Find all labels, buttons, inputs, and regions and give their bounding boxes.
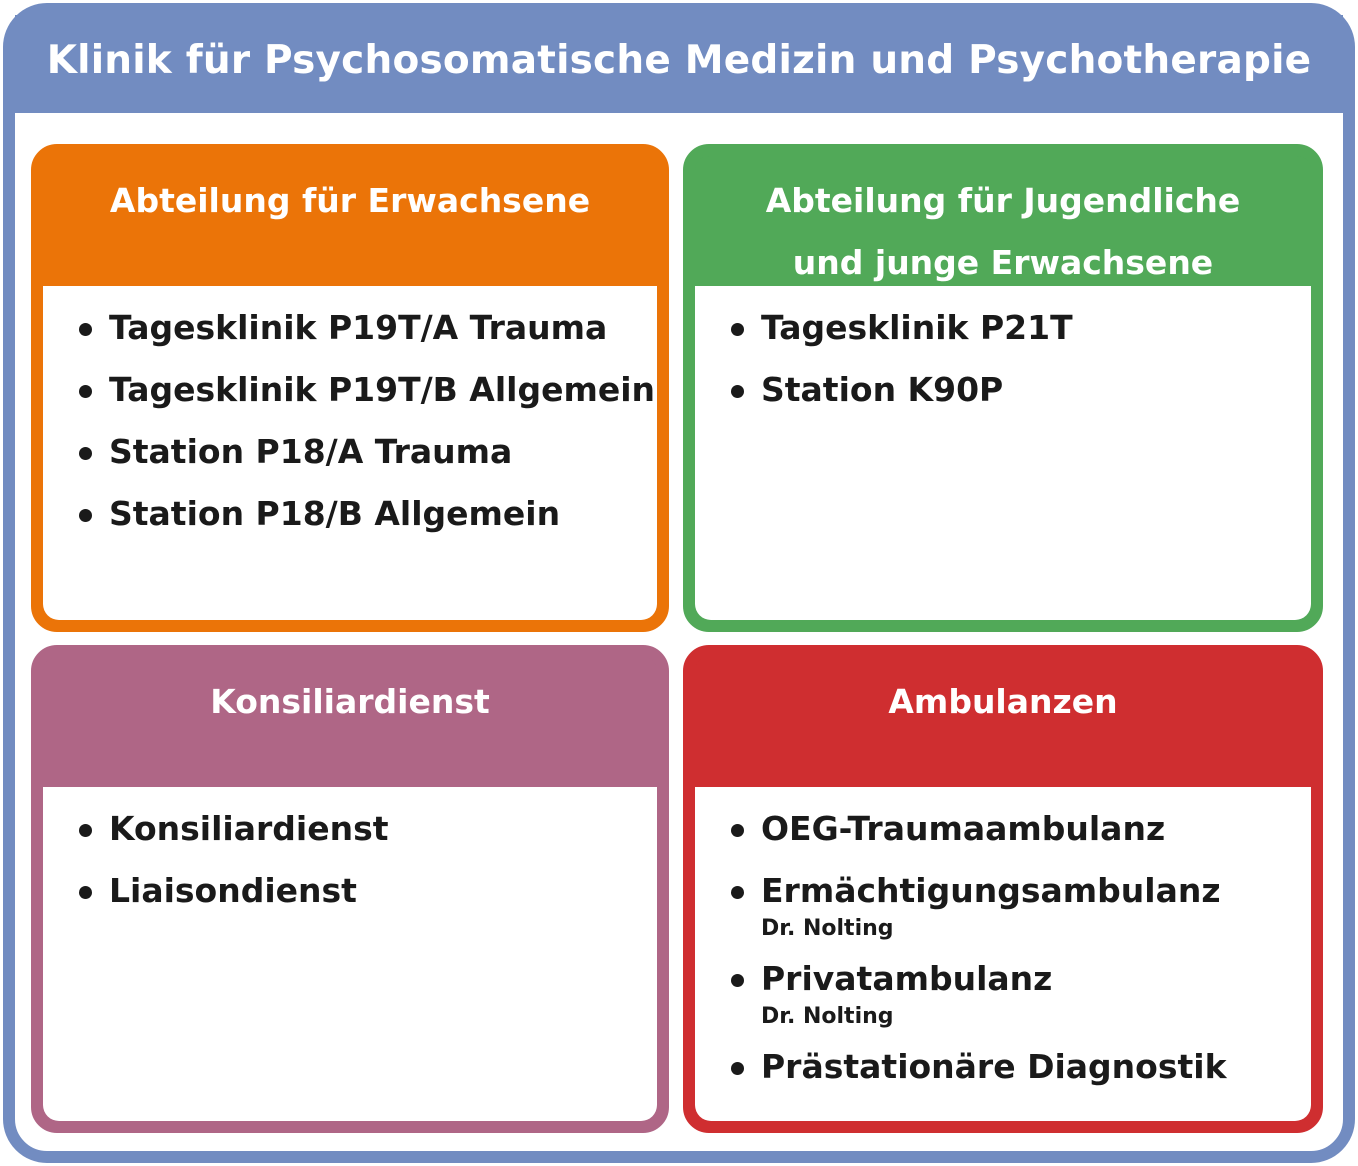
list-item: Tagesklinik P19T/A Trauma [79,306,657,350]
list-item: Prästationäre Diagnostik [731,1045,1311,1089]
clinic-header: Klinik für Psychosomatische Medizin und … [15,15,1343,113]
box-youth-body: Tagesklinik P21T Station K90P [695,286,1311,620]
clinic-title: Klinik für Psychosomatische Medizin und … [46,37,1312,83]
bullet-icon [731,323,744,336]
bullet-icon [731,824,744,837]
box-youth-title-line-2: und junge Erwachsene [792,243,1214,282]
list-item-label: Tagesklinik P19T/A Trauma [109,308,608,347]
bullet-icon [79,323,92,336]
list-item-label: OEG-Traumaambulanz [761,809,1166,848]
box-ambulanzen-title: Ambulanzen [888,682,1118,721]
list-item-label: Liaisondienst [109,871,357,910]
list-item: OEG-Traumaambulanz [731,807,1311,851]
list-item: Tagesklinik P21T [731,306,1311,350]
list-item: Station K90P [731,368,1311,412]
list-item: Station P18/B Allgemein [79,492,657,536]
box-youth-title-line-1: Abteilung für Jugendliche [765,181,1241,220]
bullet-icon [731,385,744,398]
list-item-label: Ermächtigungsambulanz [761,871,1221,910]
list-item-label: Station K90P [761,370,1004,409]
box-ambulanzen-header: Ambulanzen [695,657,1311,787]
list-item-label: Tagesklinik P21T [761,308,1073,347]
box-adults-list: Tagesklinik P19T/A Trauma Tagesklinik P1… [43,286,657,536]
box-adults-department: Abteilung für Erwachsene Tagesklinik P19… [31,144,669,632]
bullet-icon [79,509,92,522]
box-youth-header: Abteilung für Jugendliche und junge Erwa… [695,156,1311,286]
bullet-icon [731,1062,744,1075]
box-konsil-list: Konsiliardienst Liaisondienst [43,787,657,913]
bullet-icon [79,824,92,837]
box-konsil-title: Konsiliardienst [210,682,490,721]
list-item: Konsiliardienst [79,807,657,851]
box-adults-body: Tagesklinik P19T/A Trauma Tagesklinik P1… [43,286,657,620]
list-item-label: Station P18/B Allgemein [109,494,561,533]
box-konsiliardienst: Konsiliardienst Konsiliardienst Liaisond… [31,645,669,1133]
box-youth-list: Tagesklinik P21T Station K90P [695,286,1311,412]
bullet-icon [79,886,92,899]
box-ambulanzen-body: OEG-Traumaambulanz Ermächtigungsambulanz… [695,787,1311,1121]
box-konsil-body: Konsiliardienst Liaisondienst [43,787,657,1121]
bullet-icon [79,385,92,398]
list-item-label: Station P18/A Trauma [109,432,513,471]
list-item: Station P18/A Trauma [79,430,657,474]
bullet-icon [731,886,744,899]
list-item: Tagesklinik P19T/B Allgemein [79,368,657,412]
list-item-label: Tagesklinik P19T/B Allgemein [109,370,656,409]
box-adults-header: Abteilung für Erwachsene [43,156,657,286]
list-item-label: Konsiliardienst [109,809,389,848]
list-item-label: Privatambulanz [761,959,1053,998]
list-item: Liaisondienst [79,869,657,913]
box-ambulanzen: Ambulanzen OEG-Traumaambulanz Ermächtigu… [683,645,1323,1133]
list-item-label: Prästationäre Diagnostik [761,1047,1227,1086]
list-item: Ermächtigungsambulanz Dr. Nolting [731,869,1311,943]
box-ambulanzen-list: OEG-Traumaambulanz Ermächtigungsambulanz… [695,787,1311,1089]
bullet-icon [79,447,92,460]
bullet-icon [731,974,744,987]
box-adults-title: Abteilung für Erwachsene [109,181,591,220]
list-item-sublabel: Dr. Nolting [761,916,894,941]
list-item: Privatambulanz Dr. Nolting [731,957,1311,1031]
box-konsil-header: Konsiliardienst [43,657,657,787]
list-item-sublabel: Dr. Nolting [761,1004,894,1029]
box-youth-department: Abteilung für Jugendliche und junge Erwa… [683,144,1323,632]
